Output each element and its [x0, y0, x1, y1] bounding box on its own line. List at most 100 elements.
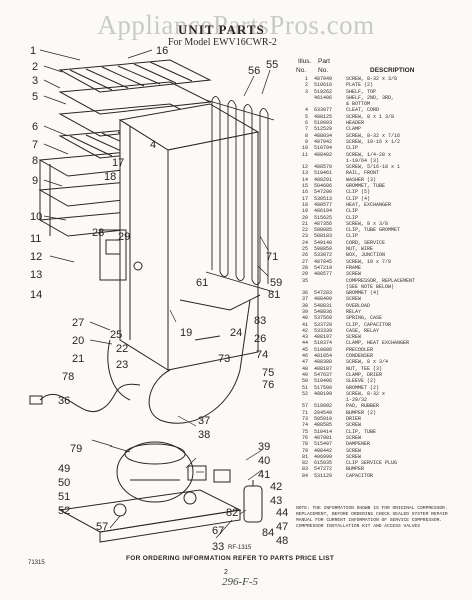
- callout-39: 39: [258, 441, 270, 453]
- part-description: 1-29/32: [346, 397, 368, 404]
- part-description: CLIP, TUBE: [346, 428, 377, 435]
- illus-number: 50: [301, 378, 308, 385]
- unit-box: [118, 103, 260, 371]
- part-description: BUMPER: [346, 466, 365, 473]
- part-description: SPRING, CASE: [346, 315, 383, 322]
- callout-21: 21: [72, 353, 84, 365]
- part-number: 510461: [314, 170, 333, 177]
- part-description: SCREW, 8 x 1 3/8: [346, 113, 395, 120]
- callout-81: 81: [268, 289, 280, 301]
- part-description: CONDENSER: [346, 353, 374, 360]
- illus-number: 83: [301, 466, 308, 473]
- callout-2: 2: [32, 61, 38, 73]
- illus-number: 40: [301, 315, 308, 322]
- part-description: PLATE (2): [346, 82, 374, 89]
- page-title: UNIT PARTS: [178, 22, 265, 37]
- part-number: 481854: [314, 353, 333, 360]
- part-description: SCREW, 8-32 x 7/16: [346, 132, 401, 139]
- illus-number: 10: [301, 145, 308, 152]
- callout-59: 59: [270, 277, 282, 289]
- part-description: GROMMET (2): [346, 384, 380, 391]
- part-description: CAPACITOR: [346, 472, 374, 479]
- col-illus: Illus.: [298, 58, 312, 65]
- junction-frame: [99, 229, 143, 281]
- illus-number: 39: [301, 308, 308, 315]
- part-number: 508850: [314, 246, 333, 253]
- parts-list-row: & BOTTOM: [296, 101, 468, 107]
- parts-list-row: (SEE NOTE BELOW): [296, 284, 468, 290]
- part-number: 530513: [314, 195, 333, 202]
- callout-11: 11: [30, 233, 41, 245]
- illus-number: 49: [301, 371, 308, 378]
- callout-6: 6: [32, 121, 38, 133]
- callout-14: 14: [30, 289, 42, 301]
- part-description: PRECOOLER: [346, 346, 374, 353]
- part-number: 508183: [314, 233, 333, 240]
- part-description: SCREW, 8 x 3/4: [346, 359, 389, 366]
- callout-47: 47: [276, 521, 288, 533]
- part-number: 488585: [314, 422, 333, 429]
- part-description: SCREW, 10-16 x 1/2: [346, 138, 401, 145]
- ordering-info: FOR ORDERING INFORMATION REFER TO PARTS …: [126, 555, 335, 562]
- illus-number: 71: [301, 409, 308, 416]
- part-number: 488442: [314, 447, 333, 454]
- part-description: (SEE NOTE BELOW): [346, 283, 395, 290]
- part-description: CLIP, TUBE GROMMET: [346, 227, 401, 234]
- callout-83: 83: [254, 315, 266, 327]
- part-number: 510794: [314, 145, 333, 152]
- exploded-parts-diagram: 1 16 2 3 5 4 56 55 6 7 8 17 18 9 10 28 2…: [0, 40, 296, 560]
- part-description: DAMPENER: [346, 441, 371, 448]
- part-description: WASHER (3): [346, 176, 377, 183]
- callout-37: 37: [198, 415, 210, 427]
- illus-number: 36: [301, 290, 308, 297]
- callout-12: 12: [30, 251, 42, 263]
- compressor-note: NOTE: THE INFORMATION SHOWN IS FOR ORIGI…: [296, 506, 448, 529]
- part-number: 488125: [314, 113, 333, 120]
- condenser-coil: [205, 96, 275, 293]
- callout-26: 26: [254, 333, 266, 345]
- part-description: SCREW, 1/4-28 x: [346, 151, 392, 158]
- callout-78: 78: [62, 371, 74, 383]
- illus-number: 22: [301, 227, 308, 234]
- part-number: 488402: [314, 151, 333, 158]
- part-description: BOX, JUNCTION: [346, 252, 386, 259]
- illus-number: 14: [301, 176, 308, 183]
- part-number: 533339: [314, 327, 333, 334]
- part-number: 510406: [314, 378, 333, 385]
- part-description: HEAT, EXCHANGER: [346, 201, 392, 208]
- part-number: 515497: [314, 441, 333, 448]
- part-description: SCREW: [346, 271, 362, 278]
- part-description: CLIP SERVICE PLUG: [346, 460, 398, 467]
- part-number: 487981: [314, 434, 333, 441]
- illus-number: 57: [301, 403, 308, 410]
- illus-number: 16: [301, 189, 308, 196]
- part-description: & BOTTOM: [346, 101, 371, 108]
- callout-40: 40: [258, 455, 270, 467]
- drawing-reference: RF-1315: [228, 545, 252, 551]
- illus-number: 44: [301, 340, 308, 347]
- leader-lines: [39, 49, 271, 539]
- illus-number: 73: [301, 416, 308, 423]
- part-description: SHELF, 2ND, 3RD,: [346, 94, 395, 101]
